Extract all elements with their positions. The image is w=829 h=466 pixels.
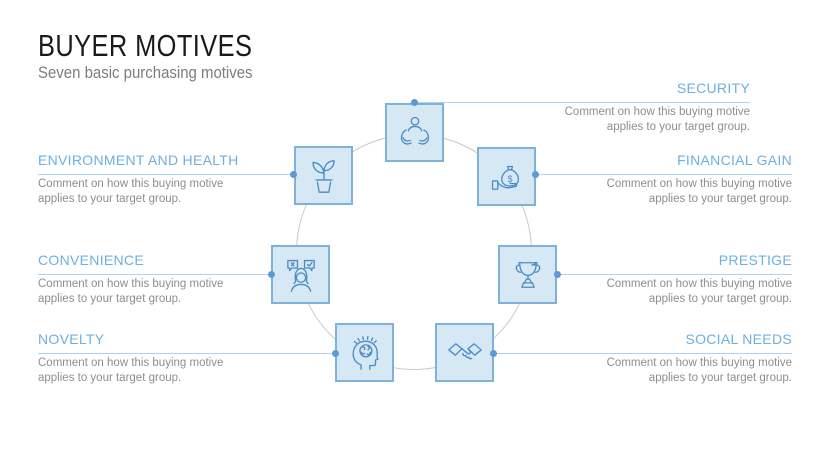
comment-line-2: applies to your target group.: [38, 371, 182, 384]
connector-line-security: [414, 102, 750, 103]
motive-box-convenience: [271, 245, 330, 304]
connector-line-social-needs: [494, 353, 792, 354]
comment-line-1: Comment on how this buying motive: [38, 357, 224, 369]
page-title: BUYER MOTIVES: [38, 28, 253, 63]
connector-dot-social-needs: [490, 350, 497, 357]
idea-brain-head-icon: [352, 335, 379, 370]
motive-label: ENVIRONMENT AND HEALTH: [38, 152, 239, 168]
comment-line-2: applies to your target group.: [38, 192, 182, 205]
comment-line-2: applies to your target group.: [38, 292, 182, 305]
motive-comment: Comment on how this buying motive applie…: [552, 356, 792, 385]
comment-line-1: Comment on how this buying motive: [38, 178, 224, 190]
connector-dot-novelty: [332, 350, 339, 357]
comment-line-2: applies to your target group.: [648, 192, 792, 205]
motive-label: PRESTIGE: [718, 252, 792, 268]
motive-comment: Comment on how this buying motive applie…: [510, 105, 750, 134]
comment-line-1: Comment on how this buying motive: [606, 357, 792, 369]
money-bag-hand-icon: $: [491, 165, 519, 190]
callout-novelty: NOVELTY Comment on how this buying motiv…: [38, 331, 278, 385]
callout-security: SECURITY Comment on how this buying moti…: [510, 80, 750, 134]
protecting-hands-icon: [400, 116, 429, 145]
person-choice-bubbles-icon: [286, 259, 315, 292]
callout-convenience: CONVENIENCE Comment on how this buying m…: [38, 252, 278, 306]
motive-label: NOVELTY: [38, 331, 105, 347]
trophy-icon: [515, 261, 540, 288]
plant-pot-icon: [311, 159, 335, 193]
motive-box-social-needs: [435, 323, 494, 382]
motive-label: FINANCIAL GAIN: [677, 152, 792, 168]
connector-line-novelty: [38, 353, 335, 354]
motive-box-security: [385, 103, 444, 162]
connector-line-convenience: [38, 274, 271, 275]
connector-dot-prestige: [554, 271, 561, 278]
connector-line-financial-gain: [536, 174, 792, 175]
comment-line-2: applies to your target group.: [648, 292, 792, 305]
motive-comment: Comment on how this buying motive applie…: [38, 277, 278, 306]
comment-line-1: Comment on how this buying motive: [606, 278, 792, 290]
comment-line-1: Comment on how this buying motive: [564, 106, 750, 118]
motive-label: SOCIAL NEEDS: [685, 331, 792, 347]
callout-financial-gain: FINANCIAL GAIN Comment on how this buyin…: [552, 152, 792, 206]
connector-line-environment: [38, 174, 294, 175]
comment-line-1: Comment on how this buying motive: [38, 278, 224, 290]
page-subtitle: Seven basic purchasing motives: [38, 63, 253, 82]
callout-environment: ENVIRONMENT AND HEALTH Comment on how th…: [38, 152, 278, 206]
connector-dot-environment: [290, 171, 297, 178]
handshake-icon: [447, 342, 482, 359]
motive-comment: Comment on how this buying motive applie…: [552, 177, 792, 206]
callout-prestige: PRESTIGE Comment on how this buying moti…: [552, 252, 792, 306]
connector-line-prestige: [557, 274, 792, 275]
motive-box-novelty: [335, 323, 394, 382]
motive-box-financial-gain: $: [477, 147, 536, 206]
connector-dot-financial-gain: [532, 171, 539, 178]
svg-text:$: $: [507, 173, 512, 183]
callout-social-needs: SOCIAL NEEDS Comment on how this buying …: [552, 331, 792, 385]
motive-box-environment: [294, 146, 353, 205]
motive-comment: Comment on how this buying motive applie…: [552, 277, 792, 306]
connector-dot-convenience: [268, 271, 275, 278]
motive-label: CONVENIENCE: [38, 252, 144, 268]
motive-comment: Comment on how this buying motive applie…: [38, 356, 278, 385]
motive-comment: Comment on how this buying motive applie…: [38, 177, 278, 206]
comment-line-1: Comment on how this buying motive: [606, 178, 792, 190]
connector-dot-security: [411, 99, 418, 106]
comment-line-2: applies to your target group.: [648, 371, 792, 384]
comment-line-2: applies to your target group.: [606, 120, 750, 133]
motive-label: SECURITY: [676, 80, 750, 96]
motive-box-prestige: [498, 245, 557, 304]
